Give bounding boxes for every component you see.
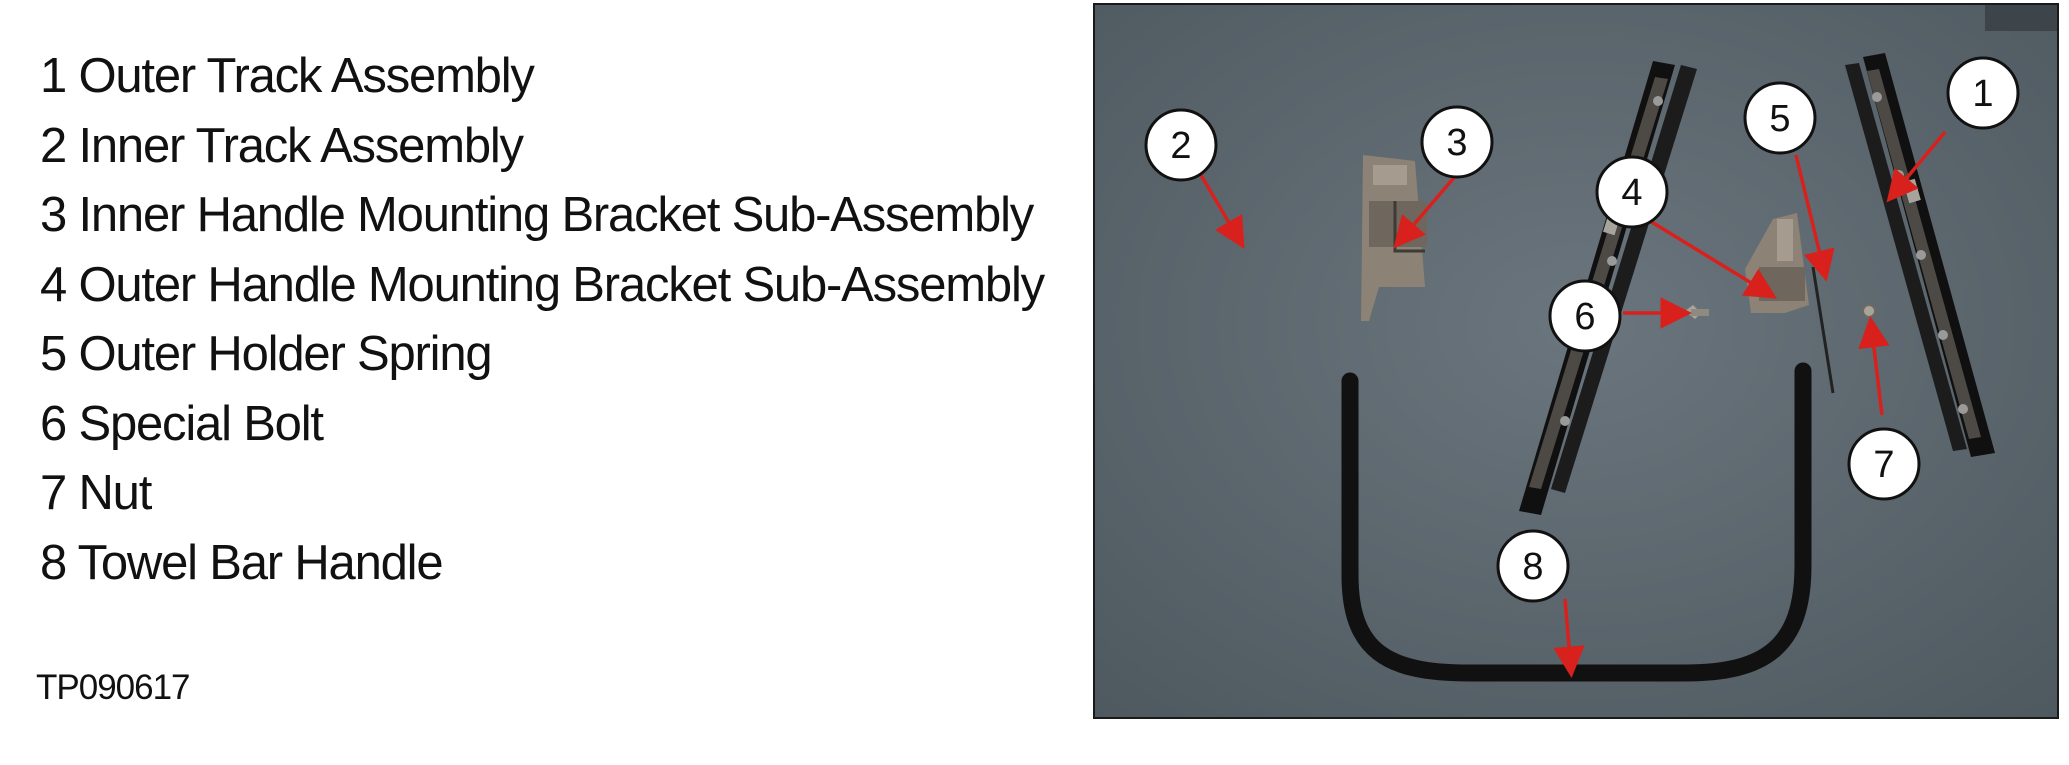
legend-item-outer-holder-spring: 5 Outer Holder Spring xyxy=(40,327,493,381)
legend-item-towel-bar-handle: 8 Towel Bar Handle xyxy=(40,535,444,590)
callout-3-label: 3 xyxy=(1446,122,1467,164)
legend-item-inner-handle-bracket: 3 Inner Handle Mounting Bracket Sub-Asse… xyxy=(40,188,1034,242)
callout-7: 7 xyxy=(1847,427,1921,501)
callout-4-label: 4 xyxy=(1621,172,1642,214)
callout-2: 2 xyxy=(1144,108,1218,182)
callout-5: 5 xyxy=(1743,81,1817,155)
callout-8: 8 xyxy=(1496,529,1570,603)
outer-holder-spring-part xyxy=(1811,266,1835,394)
arrow-5 xyxy=(1794,154,1835,282)
arrow-3 xyxy=(1393,171,1460,249)
legend-item-outer-handle-bracket: 4 Outer Handle Mounting Bracket Sub-Asse… xyxy=(40,257,1045,312)
parts-photo-drawing: 1 2 3 4 5 6 7 8 xyxy=(1095,5,2057,717)
legend-item-special-bolt: 6 Special Bolt xyxy=(40,396,324,451)
outer-track-part xyxy=(1845,53,1995,457)
callout-3: 3 xyxy=(1420,105,1494,179)
legend-item-nut: 7 Nut xyxy=(40,466,152,520)
figure-code: TP090617 xyxy=(36,668,191,707)
legend-item-inner-track: 2 Inner Track Assembly xyxy=(40,118,524,173)
callout-8-label: 8 xyxy=(1522,546,1543,588)
callout-6-label: 6 xyxy=(1574,296,1595,338)
callout-1-label: 1 xyxy=(1972,73,1993,115)
arrow-4 xyxy=(1649,219,1777,299)
arrow-7 xyxy=(1858,316,1890,416)
callout-6: 6 xyxy=(1548,279,1622,353)
nut-part xyxy=(1862,304,1876,318)
callout-arrows xyxy=(1193,130,1947,678)
legend-item-outer-track: 1 Outer Track Assembly xyxy=(40,49,535,103)
photo-corner-shadow xyxy=(1985,5,2057,31)
callout-5-label: 5 xyxy=(1769,98,1790,140)
parts-photo: 1 2 3 4 5 6 7 8 xyxy=(1093,3,2059,719)
callout-1: 1 xyxy=(1946,56,2020,130)
arrow-8 xyxy=(1553,598,1585,678)
callout-7-label: 7 xyxy=(1873,444,1894,486)
callout-2-label: 2 xyxy=(1170,125,1191,167)
parts-legend: 1 Outer Track Assembly 2 Inner Track Ass… xyxy=(40,42,1045,598)
arrow-2 xyxy=(1193,164,1245,250)
arrow-1 xyxy=(1886,130,1947,203)
callout-4: 4 xyxy=(1595,155,1669,229)
